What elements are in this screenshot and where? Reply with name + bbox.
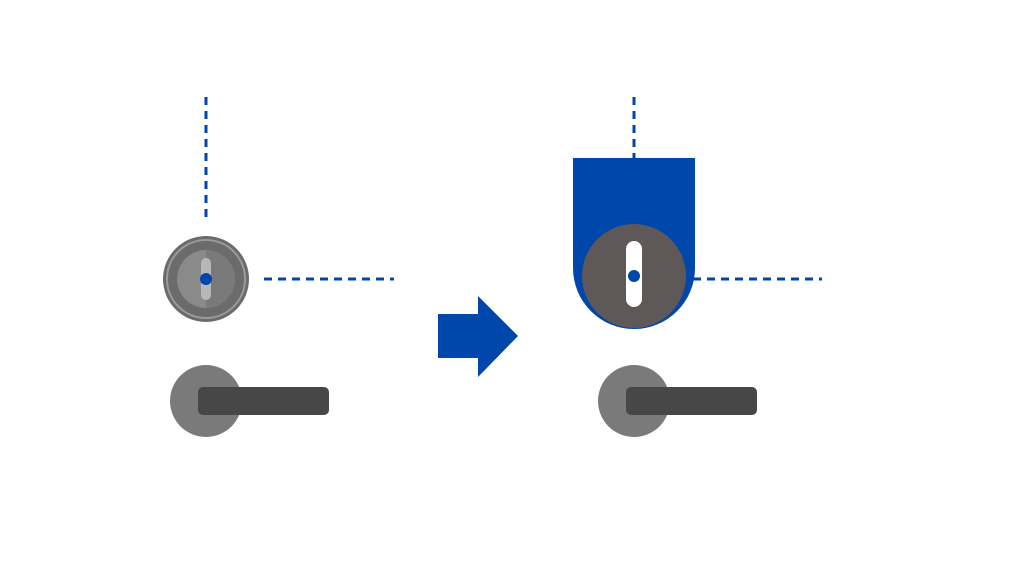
before-door-hardware: [163, 97, 394, 437]
smart-lock-icon: [573, 158, 695, 329]
key-cylinder-rim: [166, 239, 246, 319]
right-arrow-icon: [438, 296, 518, 377]
lever-handle-bar: [626, 387, 757, 415]
key-cylinder-shadow: [206, 250, 235, 308]
lever-handle-icon: [170, 365, 329, 437]
after-door-hardware: [573, 97, 822, 437]
key-cylinder-icon: [163, 236, 249, 322]
key-cylinder-center-dot: [200, 273, 212, 285]
smart-lock-center-dot: [628, 270, 640, 282]
transition-arrow: [438, 296, 518, 377]
lever-handle-icon: [598, 365, 757, 437]
lever-handle-bar: [198, 387, 329, 415]
